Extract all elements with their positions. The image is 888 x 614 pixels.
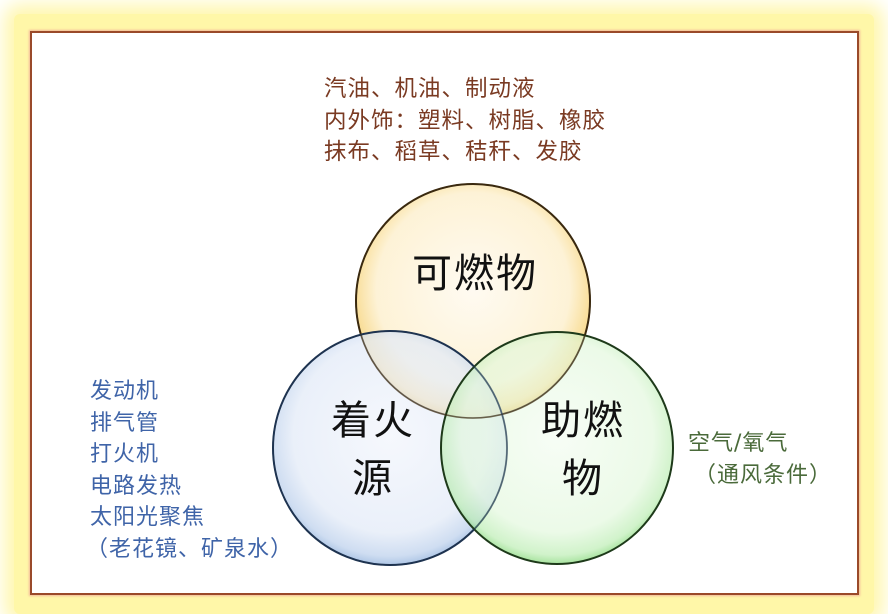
label-oxidizer-line1: 助燃 bbox=[541, 398, 625, 444]
combustible-example: 汽油、机油、制动液 bbox=[324, 76, 536, 102]
label-oxidizer-line2: 物 bbox=[562, 456, 604, 502]
combustible-example: 抹布、稻草、秸秆、发胶 bbox=[324, 139, 583, 165]
label-ignition-line1: 着火 bbox=[331, 398, 415, 444]
oxidizer-example: （通风条件） bbox=[694, 462, 833, 488]
combustible-examples: 汽油、机油、制动液 内外饰：塑料、树脂、橡胶 抹布、稻草、秸秆、发胶 bbox=[324, 74, 606, 169]
ignition-example: 打火机 bbox=[90, 442, 160, 467]
ignition-example: 太阳光聚焦 bbox=[90, 505, 206, 530]
ignition-examples: 发动机 排气管 打火机 电路发热 太阳光聚焦 （老花镜、矿泉水） bbox=[86, 376, 293, 565]
ignition-example: 发动机 bbox=[90, 379, 160, 404]
ignition-example: 排气管 bbox=[90, 410, 160, 436]
oxidizer-examples: 空气/氧气 （通风条件） bbox=[688, 428, 832, 491]
label-combustible-text: 可燃物 bbox=[412, 251, 538, 297]
label-oxidizer: 助燃 物 bbox=[518, 392, 648, 508]
venn-diagram bbox=[272, 183, 674, 566]
label-ignition: 着火 源 bbox=[308, 392, 438, 508]
circle-oxidizer bbox=[440, 331, 674, 565]
combustible-example: 内外饰：塑料、树脂、橡胶 bbox=[324, 107, 607, 134]
label-combustible: 可燃物 bbox=[395, 245, 555, 303]
ignition-example: （老花镜、矿泉水） bbox=[86, 536, 294, 562]
ignition-example: 电路发热 bbox=[90, 473, 183, 499]
label-ignition-line2: 源 bbox=[352, 456, 394, 502]
oxidizer-example: 空气/氧气 bbox=[688, 431, 789, 456]
